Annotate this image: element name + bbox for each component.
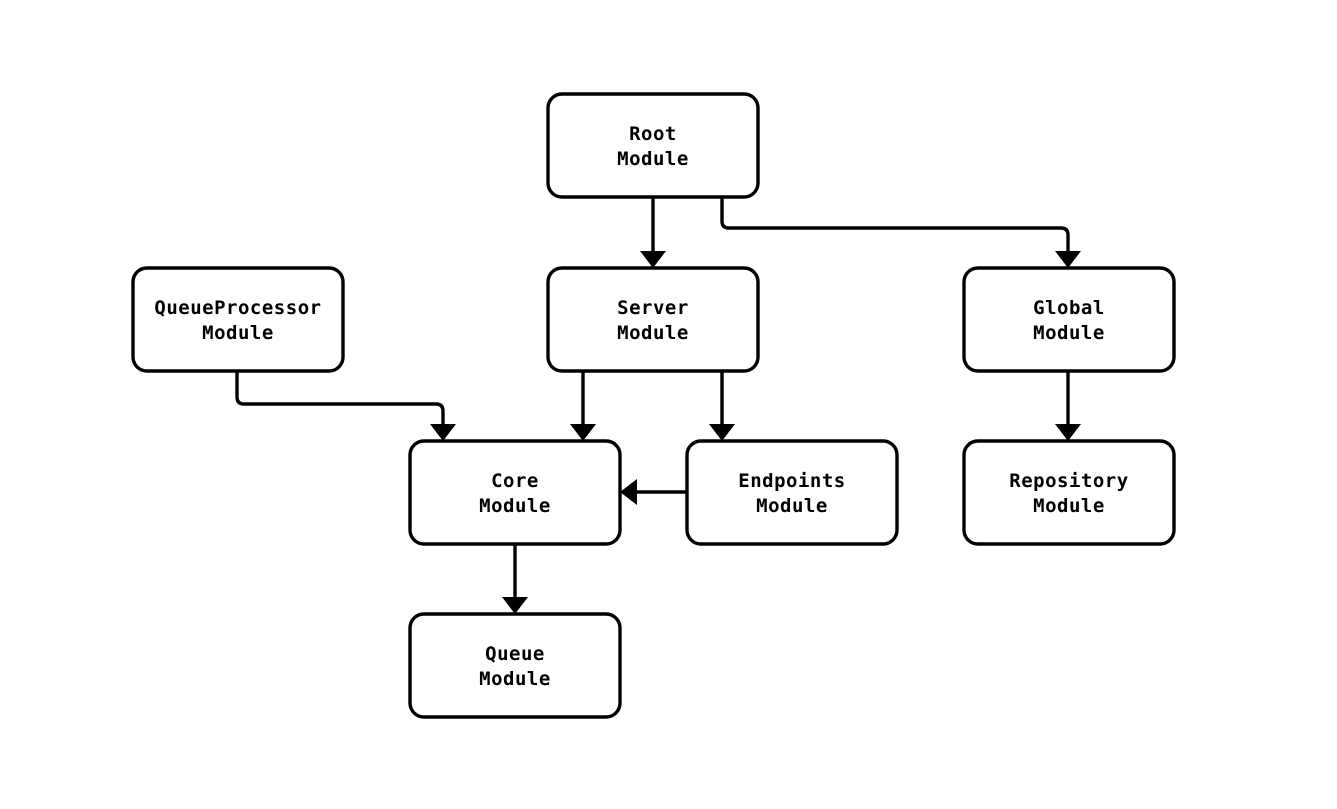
edge-endpoints-to-core	[620, 479, 687, 505]
arrowhead-icon	[502, 597, 528, 614]
edge-line	[235, 371, 445, 426]
node-label-line2: Module	[202, 322, 274, 344]
node-label-line1: Queue	[485, 643, 545, 665]
edge-root-to-global	[720, 197, 1081, 268]
edge-root-to-server	[640, 197, 666, 268]
node-label-line1: Endpoints	[738, 470, 845, 492]
node-box[interactable]	[685, 439, 899, 546]
node-label-line2: Module	[617, 148, 689, 170]
node-box[interactable]	[962, 266, 1176, 373]
node-box[interactable]	[546, 92, 760, 199]
edge-queueprocessor-to-core	[235, 371, 456, 441]
arrowhead-icon	[620, 479, 637, 505]
nodes-layer: RootModuleQueueProcessorModuleServerModu…	[131, 92, 1176, 719]
node-label-line2: Module	[479, 668, 551, 690]
node-label-line2: Module	[1033, 495, 1105, 517]
arrowhead-icon	[430, 424, 456, 441]
node-box[interactable]	[962, 439, 1176, 546]
node-label-line2: Module	[479, 495, 551, 517]
arrowhead-icon	[1055, 424, 1081, 441]
node-box[interactable]	[546, 266, 760, 373]
node-label-line2: Module	[617, 322, 689, 344]
node-box[interactable]	[131, 266, 345, 373]
edge-core-to-queue	[502, 544, 528, 614]
node-label-line1: Global	[1033, 297, 1105, 319]
node-label-line1: Repository	[1009, 470, 1128, 492]
node-label-line2: Module	[756, 495, 828, 517]
node-label-line1: QueueProcessor	[154, 297, 321, 319]
node-label-line1: Root	[629, 123, 677, 145]
node-box[interactable]	[408, 439, 622, 546]
edge-server-to-endpoints	[709, 371, 735, 441]
edges-layer	[235, 197, 1081, 614]
node-label-line2: Module	[1033, 322, 1105, 344]
arrowhead-icon	[1055, 251, 1081, 268]
node-label-line1: Server	[617, 297, 689, 319]
arrowhead-icon	[570, 424, 596, 441]
edge-server-to-core	[570, 371, 596, 441]
arrowhead-icon	[709, 424, 735, 441]
node-label-line1: Core	[491, 470, 539, 492]
edge-global-to-repository	[1055, 371, 1081, 441]
edge-line	[720, 197, 1070, 253]
arrowhead-icon	[640, 251, 666, 268]
node-box[interactable]	[408, 612, 622, 719]
